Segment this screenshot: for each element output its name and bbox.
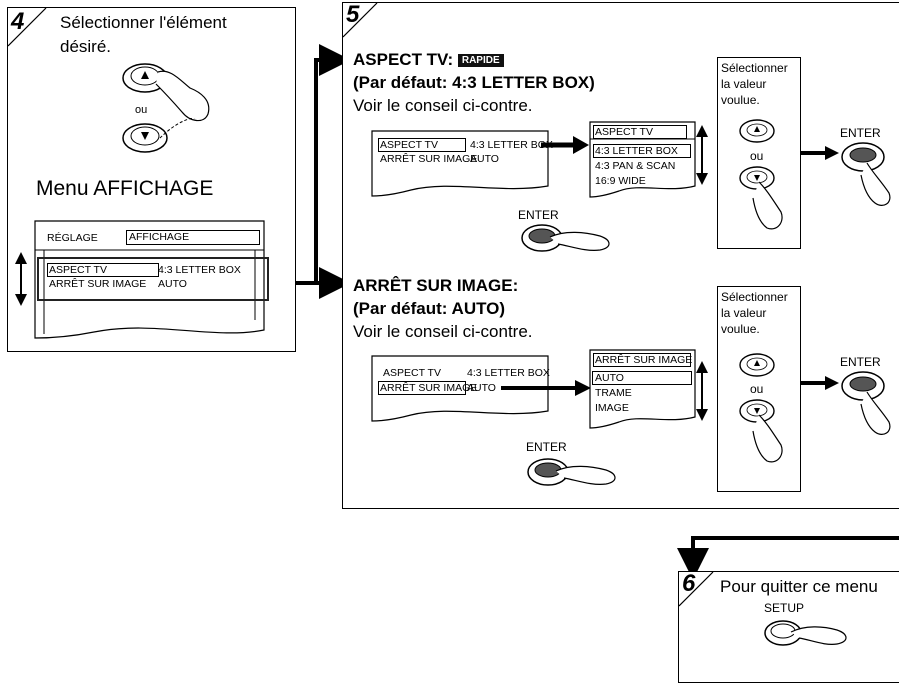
freeze-select-line1: Sélectionner [721,290,788,304]
step-corner [343,3,378,38]
freeze-options-screen [589,349,696,429]
freeze-option-2: TRAME [595,387,632,399]
tv-screen [34,220,265,339]
aspect-screen-row1-value: 4:3 LETTER BOX [470,139,553,151]
aspect-option-3: 16:9 WIDE [595,175,646,187]
aspect-option-1: 4:3 LETTER BOX [595,145,678,157]
aspect-option-2: 4:3 PAN & SCAN [595,160,676,172]
row2-value: AUTO [158,278,187,290]
freeze-default: (Par défaut: AUTO) [353,299,506,318]
aspect-tv-screen [371,130,549,197]
aspect-enter-label: ENTER [518,208,559,222]
step4-panel: 4 Sélectionner l'élément désiré. ou Menu… [7,7,296,352]
freeze-screen-row2-value: AUTO [467,382,496,394]
enter-button-hand [521,224,610,252]
selection-highlight [37,257,269,301]
freeze-enter-right: ENTER [840,355,881,369]
enter-button-hand [841,371,891,435]
quick-badge: RAPIDE [457,54,504,68]
right-arrow-icon [541,136,589,154]
step-number: 4 [11,8,25,35]
row1-label: ASPECT TV [49,264,107,276]
freeze-tv-screen [371,355,549,422]
right-arrow-icon [801,146,839,160]
step5-panel: 5 ASPECT TV: RAPIDE (Par défaut: 4:3 LET… [342,1,899,509]
or-label: ou [135,104,148,116]
row1-value: 4:3 LETTER BOX [158,264,241,276]
step6-instruction: Pour quitter ce menu [720,577,878,596]
freeze-select-line2: la valeur [721,306,767,320]
up-button-icon [739,353,775,377]
up-button-hand [122,63,210,122]
aspect-heading: ASPECT TV: [353,50,454,69]
aspect-heading-row: ASPECT TV: RAPIDE [353,50,504,70]
aspect-screen-row2-label: ARRÊT SUR IMAGE [380,153,478,165]
screen-tab-reglage: RÉGLAGE [47,232,98,244]
freeze-select-box [717,286,801,492]
aspect-default: (Par défaut: 4:3 LETTER BOX) [353,73,595,92]
up-button-icon [739,119,775,143]
aspect-select-line1: Sélectionner [721,61,788,75]
up-down-arrow-icon [15,252,27,306]
freeze-screen-row2-label: ARRÊT SUR IMAGE [380,382,478,394]
aspect-options-title: ASPECT TV [595,126,653,138]
screen-tab-affichage: AFFICHAGE [126,230,260,245]
up-down-arrow-icon [696,361,708,421]
step-number: 6 [682,570,696,597]
freeze-options-title: ARRÊT SUR IMAGE [595,354,693,366]
freeze-screen-row1-label: ASPECT TV [383,367,441,379]
freeze-hint: Voir le conseil ci-contre. [353,322,533,341]
right-arrow-icon [501,380,591,396]
step4-instruction-line1: Sélectionner l'élément [60,13,227,32]
aspect-select-line3: voulue. [721,93,760,107]
down-button-hand [739,166,783,230]
aspect-or: ou [750,149,764,163]
menu-title: Menu AFFICHAGE [36,177,214,200]
step-corner [8,8,47,47]
freeze-enter-label: ENTER [526,440,567,454]
freeze-option-3: IMAGE [595,402,629,414]
freeze-or: ou [750,382,764,396]
up-down-arrow-icon [696,125,708,185]
setup-button-hand [764,620,847,646]
freeze-select-line3: voulue. [721,322,760,336]
down-button-hand [122,118,206,153]
aspect-screen-row2-value: AUTO [470,153,499,165]
enter-button-hand [527,458,616,486]
aspect-select-line2: la valeur [721,77,767,91]
aspect-hint: Voir le conseil ci-contre. [353,96,533,115]
setup-label: SETUP [764,601,805,615]
aspect-options-screen [589,121,696,198]
step-corner [679,572,714,607]
step6-panel: 6 Pour quitter ce menu SETUP [678,570,899,683]
freeze-heading: ARRÊT SUR IMAGE: [353,276,519,295]
aspect-screen-row1-label: ASPECT TV [380,139,438,151]
down-button-hand [739,399,783,463]
row2-label: ARRÊT SUR IMAGE [49,278,147,290]
freeze-screen-row1-value: 4:3 LETTER BOX [467,367,550,379]
right-arrow-icon [801,376,839,390]
freeze-option-1: AUTO [595,372,624,384]
enter-button-hand [841,142,891,206]
step4-instruction-line2: désiré. [60,37,112,56]
aspect-enter-right: ENTER [840,126,881,140]
step-number: 5 [346,1,360,28]
